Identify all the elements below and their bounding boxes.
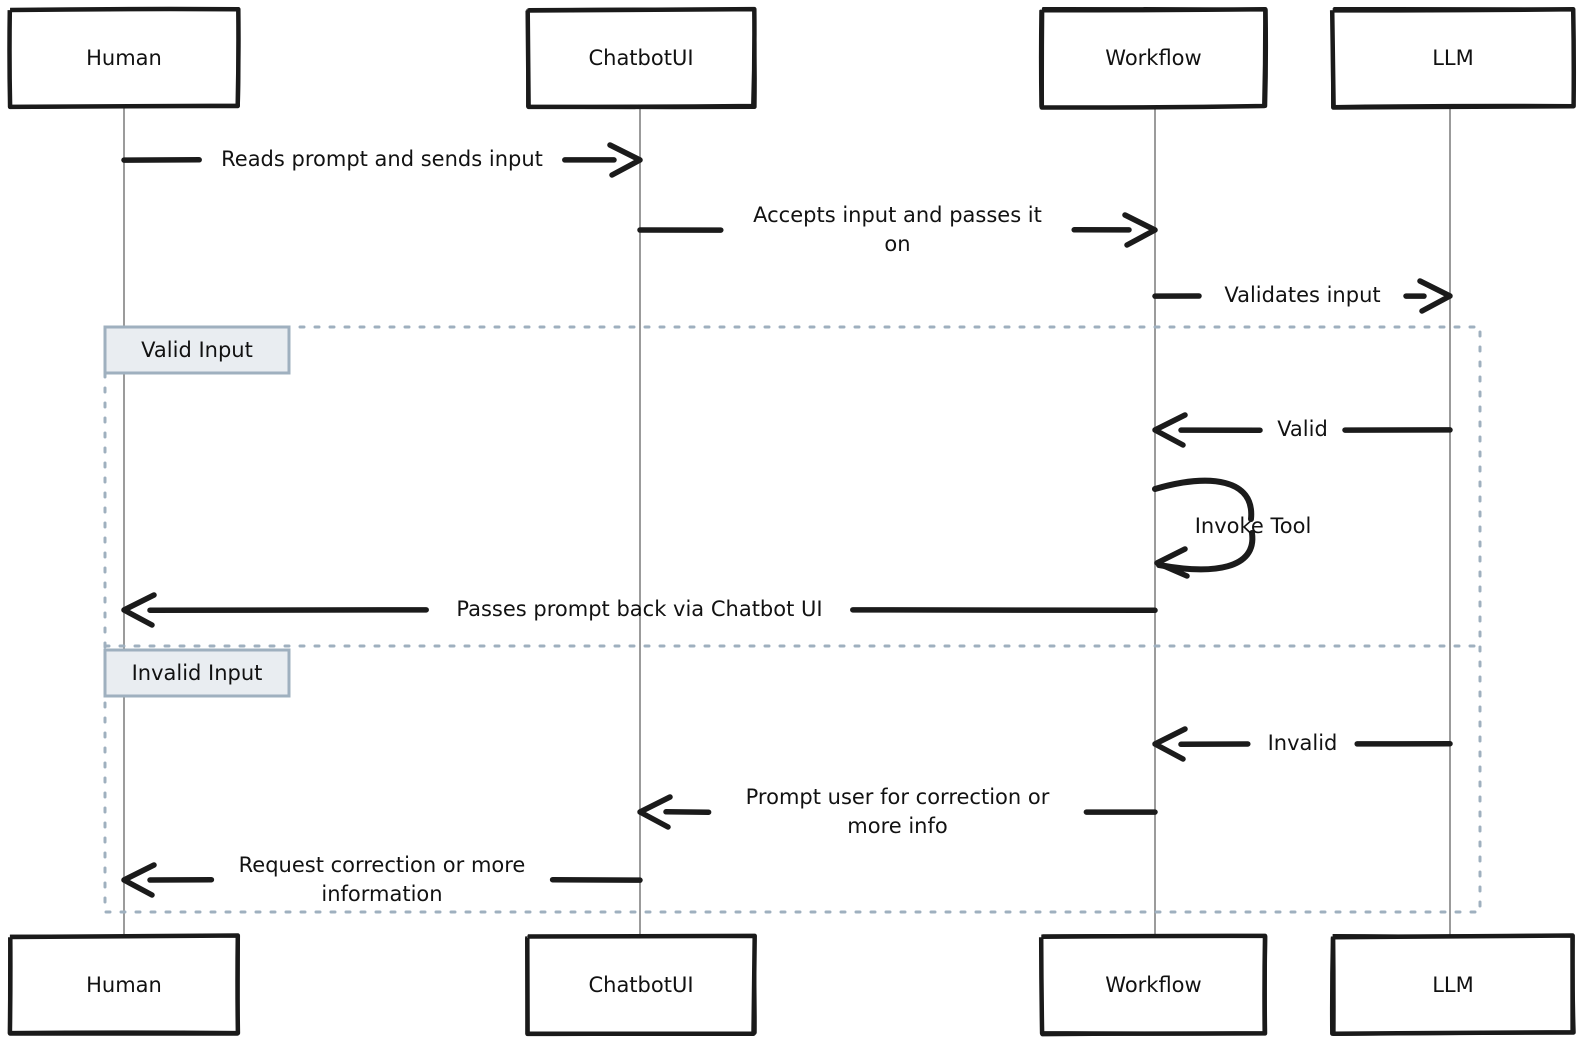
arrowhead	[1152, 412, 1188, 448]
message-label: Request correction or more information	[239, 853, 526, 906]
message-label-line: information	[321, 882, 442, 906]
message-label-line: Prompt user for correction or	[746, 785, 1050, 809]
message-m4: Valid	[1152, 412, 1453, 448]
message-label-line: Invalid	[1268, 731, 1338, 755]
message-m6: Passes prompt back via Chatbot UI	[121, 592, 1158, 628]
arrowhead	[607, 142, 643, 178]
fragment-tab-invalid[interactable]: Invalid Input	[103, 648, 291, 698]
message-m2: Accepts input and passes it on	[637, 203, 1158, 256]
actor-label: ChatbotUI	[588, 973, 693, 997]
arrowhead	[1154, 546, 1190, 579]
message-m8: Prompt user for correction or more info	[637, 785, 1158, 838]
message-label: Invalid	[1268, 731, 1338, 755]
message-label-line: Reads prompt and sends input	[221, 147, 543, 171]
fragment-tab-label: Valid Input	[141, 338, 253, 362]
actor-boxes-bottom: Human ChatbotUI Workflow LLM	[7, 933, 1576, 1037]
fragment-tab-label: Invalid Input	[132, 661, 263, 685]
actor-label: LLM	[1432, 973, 1474, 997]
actor-label: ChatbotUI	[588, 46, 693, 70]
actor-label: LLM	[1432, 46, 1474, 70]
self-message-path-lower	[1156, 530, 1256, 573]
message-label: Validates input	[1224, 283, 1380, 307]
arrowhead	[637, 794, 673, 830]
arrowhead	[121, 862, 157, 898]
arrowhead	[1417, 278, 1453, 314]
actor-label: Workflow	[1105, 46, 1201, 70]
arrowhead	[1122, 212, 1158, 248]
actor-top-chatbotui[interactable]: ChatbotUI	[525, 6, 757, 110]
message-m1: Reads prompt and sends input	[121, 142, 643, 178]
actor-label: Human	[86, 46, 162, 70]
actor-top-llm[interactable]: LLM	[1329, 6, 1577, 110]
message-label: Prompt user for correction or more info	[746, 785, 1050, 838]
message-m9: Request correction or more information	[121, 853, 643, 906]
self-message-path-upper	[1152, 477, 1255, 522]
message-label: Passes prompt back via Chatbot UI	[456, 597, 822, 621]
actor-label: Human	[86, 973, 162, 997]
fragment-tab-bg	[103, 648, 291, 698]
lifeline-group	[123, 106, 1451, 937]
fragment-tab-bg	[103, 325, 291, 375]
message-label: Reads prompt and sends input	[221, 147, 543, 171]
message-m3: Validates input	[1152, 278, 1453, 314]
message-label-line: Accepts input and passes it	[753, 203, 1042, 227]
fragment-outline	[103, 325, 1482, 914]
actor-boxes-top: Human ChatbotUI Workflow LLM	[7, 6, 1577, 110]
actor-bottom-workflow[interactable]: Workflow	[1038, 933, 1268, 1037]
message-label: Invoke Tool	[1195, 514, 1312, 538]
message-label-line: on	[884, 232, 910, 256]
actor-top-human[interactable]: Human	[7, 6, 241, 110]
fragment-tab-valid[interactable]: Valid Input	[103, 325, 291, 375]
arrowhead	[1152, 726, 1188, 762]
message-label-line: more info	[847, 814, 947, 838]
message-m5: Invoke Tool	[1152, 477, 1312, 579]
message-label: Valid	[1277, 417, 1328, 441]
actor-top-workflow[interactable]: Workflow	[1038, 6, 1269, 110]
message-m7: Invalid	[1152, 726, 1453, 762]
message-label: Accepts input and passes it on	[753, 203, 1042, 256]
actor-bottom-llm[interactable]: LLM	[1329, 933, 1576, 1036]
arrowhead	[121, 592, 157, 628]
actor-label: Workflow	[1105, 973, 1201, 997]
actor-bottom-human[interactable]: Human	[7, 933, 241, 1036]
message-label-line: Validates input	[1224, 283, 1380, 307]
message-label-line: Valid	[1277, 417, 1328, 441]
actor-bottom-chatbotui[interactable]: ChatbotUI	[525, 933, 757, 1037]
message-label-line: Request correction or more	[239, 853, 526, 877]
message-label-line: Passes prompt back via Chatbot UI	[456, 597, 822, 621]
